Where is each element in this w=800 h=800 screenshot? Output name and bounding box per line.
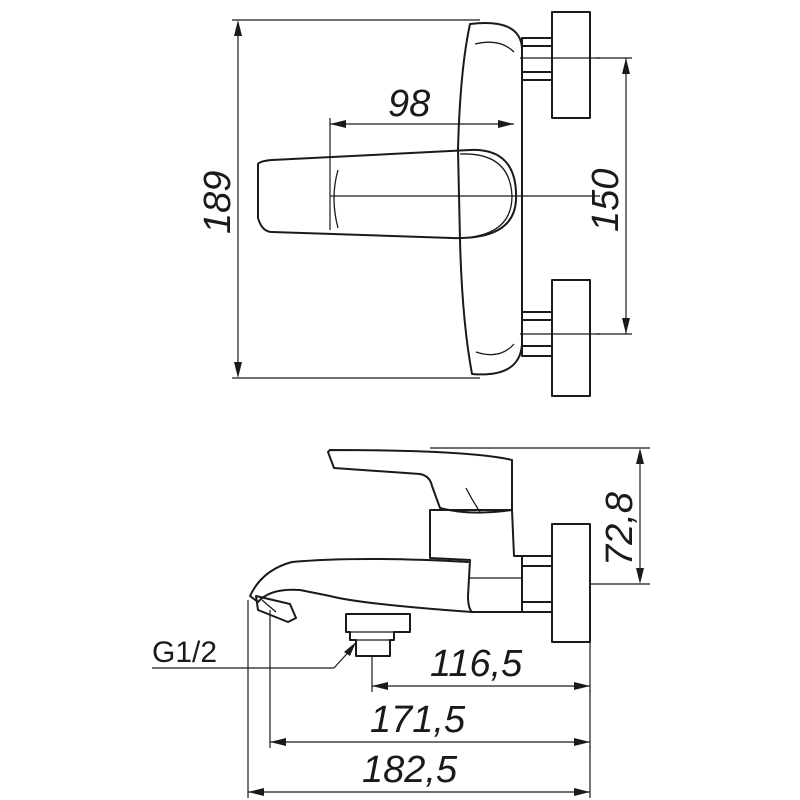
dim-171-5-label: 171,5 (370, 699, 466, 741)
dim-189: 189 (197, 19, 480, 379)
dim-182-5: 182,5 (247, 600, 591, 798)
dim-116-5: 116,5 (371, 640, 591, 692)
aerator (255, 595, 297, 623)
dim-182-5-label: 182,5 (362, 749, 458, 791)
dim-72-8-label: 72,8 (599, 492, 641, 566)
dim-171-5: 171,5 (269, 610, 591, 748)
dim-150: 150 (585, 57, 632, 335)
spout (249, 558, 473, 613)
dim-150-label: 150 (585, 169, 627, 232)
top-view: 189 98 150 (197, 11, 632, 397)
side-wall-plate (551, 523, 591, 643)
bottom-wall-plate (551, 279, 591, 397)
thread-label: G1/2 (152, 636, 217, 669)
lever-inner-line (333, 169, 339, 229)
dim-98-label: 98 (388, 83, 430, 125)
dim-98: 98 (329, 83, 514, 230)
dim-116-5-label: 116,5 (430, 643, 523, 685)
inlet-fitting (345, 613, 411, 657)
side-lever (327, 449, 513, 514)
mixer-body (457, 22, 523, 376)
dim-189-label: 189 (197, 171, 239, 234)
top-hex-nut (521, 37, 553, 81)
side-mixer-body (429, 509, 523, 613)
side-view: G1/2 72,8 116,5 171,5 (152, 447, 650, 798)
side-lever-inner (465, 487, 481, 513)
lever-handle (257, 148, 518, 240)
body-highlight-bottom (475, 343, 515, 356)
dim-72-8: 72,8 (430, 447, 650, 585)
top-wall-plate (551, 11, 591, 119)
side-hex-nut (521, 555, 553, 613)
body-highlight-top (474, 41, 515, 53)
thread-label-group: G1/2 (152, 636, 356, 669)
